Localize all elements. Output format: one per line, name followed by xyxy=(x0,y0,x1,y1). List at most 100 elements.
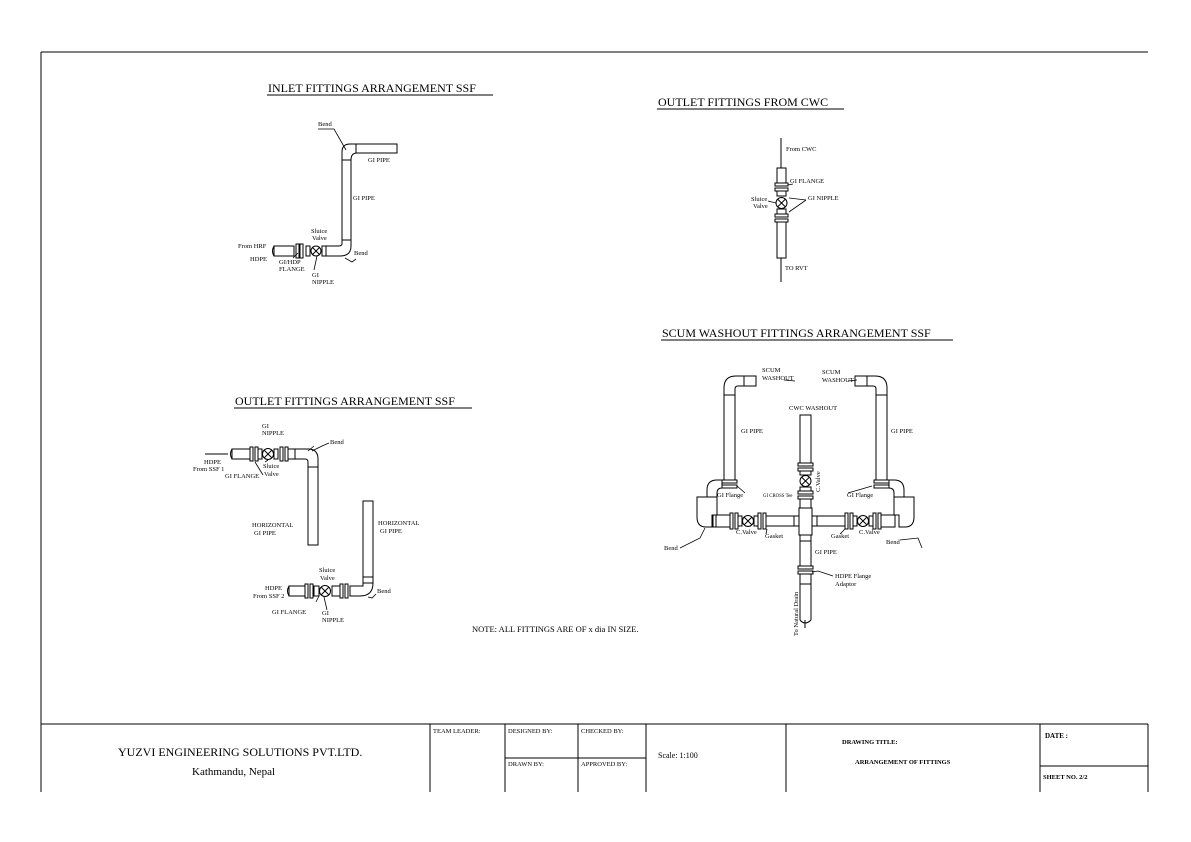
scum-left-bottom-bend xyxy=(696,479,723,528)
outlet-ssf-gi-pipe-left-label: GI PIPE xyxy=(254,530,276,537)
inlet-sluice-valve xyxy=(310,245,322,257)
scum-left-scum-label: SCUM xyxy=(762,367,781,374)
scum-right-washout-label: WASHOUT xyxy=(822,377,854,384)
outlet-ssf-hdpe-2-label: HDPE xyxy=(265,585,282,592)
scum-right-c-valve xyxy=(857,515,869,527)
sheet-border xyxy=(40,51,1149,792)
outlet-ssf-bend-2 xyxy=(349,582,374,597)
inlet-flange-label: FLANGE xyxy=(279,266,305,273)
outlet-ssf-diagram: OUTLET FITTINGS ARRANGEMENT SSF xyxy=(193,394,472,624)
outlet-cwc-title: OUTLET FITTINGS FROM CWC xyxy=(658,95,828,109)
outlet-ssf-horizontal-right-label: HORIZONTAL xyxy=(378,520,419,527)
inlet-vertical-pipe xyxy=(341,159,352,241)
outlet-ssf-hdpe-1-label: HDPE xyxy=(204,459,221,466)
outlet-ssf-bend-1 xyxy=(288,448,319,546)
drawing-title-label: DRAWING TITLE: xyxy=(842,739,898,746)
outlet-cwc-diagram: OUTLET FITTINGS FROM CWC From CWC GI FLA… xyxy=(657,95,844,282)
scum-gi-cross-tee-label: GI CROSS Tee xyxy=(763,494,792,499)
scum-gi-flange-left-label: GI Flange xyxy=(717,492,743,499)
cwc-sluice-valve xyxy=(775,197,788,209)
outlet-ssf-valve-1-label: Valve xyxy=(264,471,279,478)
inlet-nipple-label: NIPPLE xyxy=(312,279,334,286)
inlet-gi-hdp-label: GI/HDP xyxy=(279,259,301,266)
outlet-ssf-sluice-2-label: Sluice xyxy=(319,567,335,574)
drawing-title: ARRANGEMENT OF FITTINGS xyxy=(855,759,951,766)
inlet-gi-pipe-vertical-label: GI PIPE xyxy=(353,195,375,202)
outlet-ssf-gi-pipe-right-label: GI PIPE xyxy=(380,528,402,535)
inlet-hdpe-label: HDPE xyxy=(250,256,267,263)
drawn-by-label: DRAWN BY: xyxy=(508,761,544,768)
checked-by-label: CHECKED BY: xyxy=(581,728,624,735)
scum-adaptor-label: Adaptor xyxy=(835,581,857,588)
date-label: DATE : xyxy=(1045,732,1068,740)
cwc-from-cwc-label: From CWC xyxy=(786,146,817,153)
inlet-flange xyxy=(299,243,304,259)
scale-label: Scale: 1:100 xyxy=(658,751,698,760)
outlet-ssf-gi-bottom-label: GI xyxy=(322,610,329,617)
inlet-hdpe-pipe xyxy=(273,245,295,257)
scum-washout-diagram: SCUM WASHOUT FITTINGS ARRANGEMENT SSF xyxy=(661,326,953,636)
company-name: YUZVI ENGINEERING SOLUTIONS PVT.LTD. xyxy=(118,745,362,759)
scum-gi-flange-right-label: GI Flange xyxy=(847,492,873,499)
inlet-fittings-diagram: INLET FITTINGS ARRANGEMENT SSF Bend GI P… xyxy=(238,81,493,286)
scum-right-scum-label: SCUM xyxy=(822,369,841,376)
inlet-gi-label: GI xyxy=(312,272,319,279)
outlet-ssf-valve-1 xyxy=(262,448,274,460)
inlet-valve-label: Valve xyxy=(312,235,327,242)
scum-to-natural-drain-label: To Natural Drain xyxy=(793,591,800,636)
scum-gasket-right-label: Gasket xyxy=(831,533,849,540)
inlet-bottom-bend xyxy=(325,240,352,257)
team-leader-label: TEAM LEADER: xyxy=(433,728,481,735)
cwc-valve-label: Valve xyxy=(753,203,768,210)
company-location: Kathmandu, Nepal xyxy=(192,766,275,778)
scum-right-top-bend xyxy=(854,375,888,480)
scum-title: SCUM WASHOUT FITTINGS ARRANGEMENT SSF xyxy=(662,326,931,340)
outlet-ssf-title: OUTLET FITTINGS ARRANGEMENT SSF xyxy=(235,394,455,408)
sheet-number: SHEET NO. 2/2 xyxy=(1043,774,1088,781)
scum-c-valve-left-label: C.Valve xyxy=(736,529,757,536)
scum-left-c-valve xyxy=(742,515,754,527)
scum-gasket-left-label: Gasket xyxy=(765,533,783,540)
cwc-to-rvt-label: TO RVT xyxy=(785,265,808,272)
scum-cwc-washout-label: CWC WASHOUT xyxy=(789,405,837,412)
outlet-ssf-valve-2-label: Valve xyxy=(320,575,335,582)
scum-gi-pipe-left-label: GI PIPE xyxy=(741,428,763,435)
inlet-from-hrf-label: From HRF xyxy=(238,243,267,250)
title-block: YUZVI ENGINEERING SOLUTIONS PVT.LTD. Kat… xyxy=(41,723,1148,792)
scum-vertical-c-valve xyxy=(799,475,812,487)
inlet-top-bend xyxy=(341,143,398,161)
outlet-ssf-bend-bottom-label: Bend xyxy=(377,588,391,595)
cwc-sluice-label: Sluice xyxy=(751,196,767,203)
scum-c-valve-right-label: C.Valve xyxy=(859,529,880,536)
outlet-ssf-gi-flange-1-label: GI FLANGE xyxy=(225,473,259,480)
scum-right-bottom-bend xyxy=(888,479,915,528)
scum-c-valve-vertical-label: C.Valve xyxy=(815,471,822,492)
fittings-size-note: NOTE: ALL FITTINGS ARE OF x dia IN SIZE. xyxy=(472,624,639,634)
outlet-ssf-nipple-bottom-label: NIPPLE xyxy=(322,617,344,624)
inlet-sluice-label: Sluice xyxy=(311,228,327,235)
outlet-ssf-horizontal-left-label: HORIZONTAL xyxy=(252,522,293,529)
scum-left-washout-label: WASHOUT xyxy=(762,375,794,382)
outlet-ssf-sluice-1-label: Sluice xyxy=(263,463,279,470)
scum-hdpe-flange-label: HDPE Flange xyxy=(835,573,871,580)
outlet-ssf-gi-flange-2-label: GI FLANGE xyxy=(272,609,306,616)
outlet-ssf-nipple-top-label: NIPPLE xyxy=(262,430,284,437)
inlet-bend-bottom-label: Bend xyxy=(354,250,368,257)
scum-bend-right-label: Bend xyxy=(886,539,900,546)
scum-left-top-bend xyxy=(723,375,757,480)
scum-cross-tee xyxy=(793,507,818,536)
inlet-gi-pipe-top-label: GI PIPE xyxy=(368,157,390,164)
outlet-ssf-from-ssf-1-label: From SSF 1 xyxy=(193,466,224,473)
outlet-ssf-bend-top-label: Bend xyxy=(330,439,344,446)
scum-gi-pipe-bottom-label: GI PIPE xyxy=(815,549,837,556)
designed-by-label: DESIGNED BY: xyxy=(508,728,553,735)
inlet-title: INLET FITTINGS ARRANGEMENT SSF xyxy=(268,81,476,95)
cwc-gi-flange-label: GI FLANGE xyxy=(790,178,824,185)
outlet-ssf-vertical-pipe-2 xyxy=(362,500,374,584)
scum-bend-left-label: Bend xyxy=(664,545,678,552)
cwc-gi-nipple-label: GI NIPPLE xyxy=(808,195,839,202)
outlet-ssf-gi-top-label: GI xyxy=(262,423,269,430)
inlet-bend-top-label: Bend xyxy=(318,121,332,128)
scum-cwc-washout-pipe xyxy=(799,414,812,464)
